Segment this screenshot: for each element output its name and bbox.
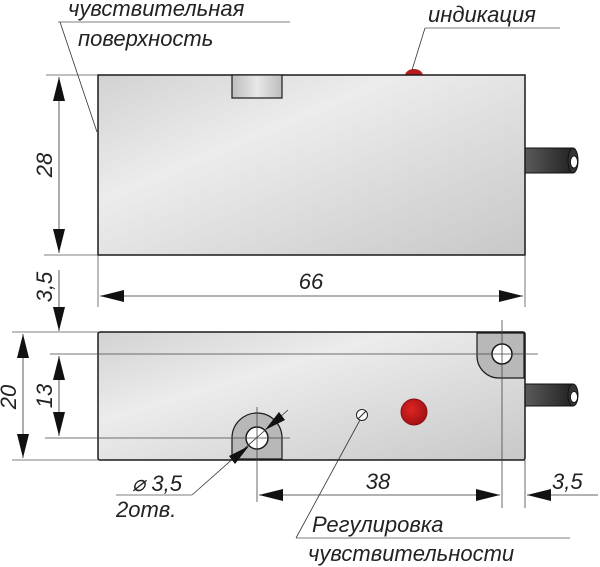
sensitivity-label-2: чувствительности	[308, 541, 514, 566]
indication-callout: индикация	[411, 2, 560, 71]
dimension-28: 28	[32, 74, 98, 256]
sensing-surface-callout: чувствительная поверхность	[58, 0, 290, 133]
cable-top	[524, 147, 579, 174]
indication-label: индикация	[428, 2, 536, 27]
dimension-gap-text: 3,5	[32, 271, 57, 302]
sensitivity-screw-icon	[356, 409, 368, 421]
dimension-38: 38	[259, 469, 500, 501]
hole-count-label: 2отв.	[115, 497, 176, 522]
dimension-13-text: 13	[32, 383, 57, 408]
dimension-13: 13	[32, 356, 65, 436]
dimension-20-text: 20	[0, 384, 21, 410]
hole-diameter-callout: ⌀ 3,5 2отв.	[115, 409, 289, 522]
center-lines	[45, 320, 538, 508]
dimension-gap-3-5: 3,5	[32, 270, 65, 331]
dimension-66: 66	[97, 255, 526, 307]
cable-side	[524, 383, 579, 407]
dimension-28-text: 28	[32, 152, 57, 178]
dimension-edge-3-5: 3,5	[527, 469, 598, 501]
sensitivity-callout: Регулировка чувствительности	[295, 419, 570, 566]
dimension-20: 20	[0, 331, 98, 461]
top-view	[97, 69, 579, 256]
sensing-window	[231, 74, 283, 99]
side-view	[97, 331, 579, 461]
sensing-surface-label-2: поверхность	[78, 26, 213, 51]
led-indicator-side	[400, 398, 428, 426]
sensing-surface-label-1: чувствительная	[68, 0, 245, 21]
sensor-body-top	[97, 74, 526, 256]
dimension-38-text: 38	[366, 469, 391, 494]
hole-diameter-label: ⌀ 3,5	[132, 471, 183, 496]
sensitivity-label-1: Регулировка	[312, 512, 443, 537]
dimension-edge-text: 3,5	[552, 469, 583, 494]
sensor-body-side	[97, 331, 526, 461]
dimension-66-text: 66	[299, 269, 324, 294]
